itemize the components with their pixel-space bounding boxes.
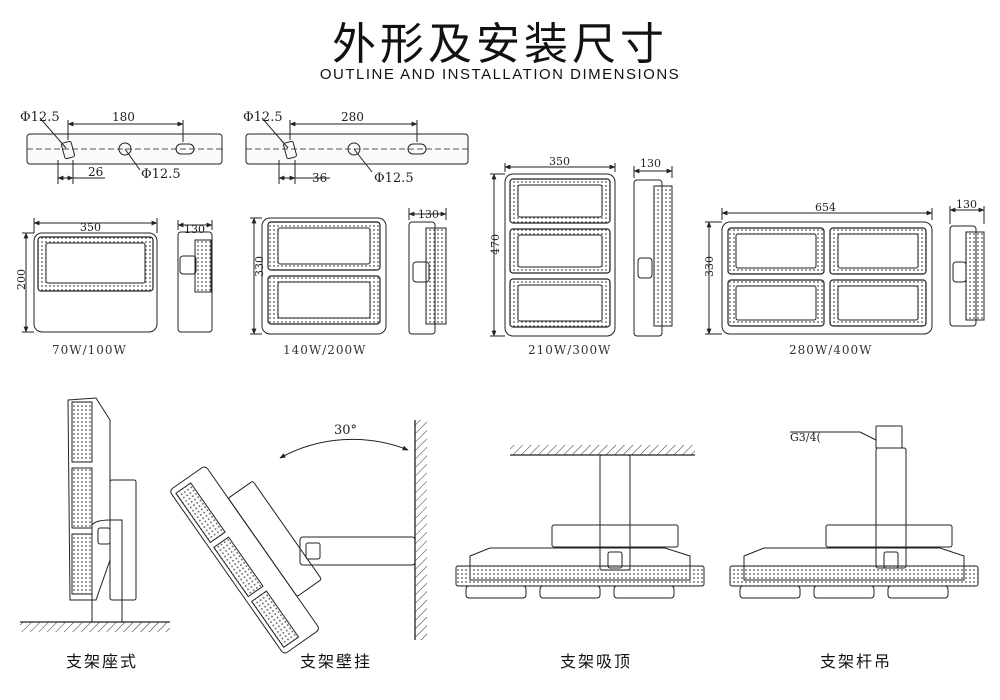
model-70w-side-view [177,220,213,333]
model-210w-side-view [633,166,673,337]
model3-width: 350 [549,155,570,168]
bracket1-span: 180 [112,110,135,124]
install-pole-mount-drawing [729,425,979,599]
page-title: 外形及安装尺寸 [332,19,668,70]
bracket-plan-280 [245,117,469,184]
model4-height: 330 [703,256,716,277]
model-140w-side-view [408,208,447,335]
model3-height: 470 [489,234,502,255]
model3-depth: 130 [640,157,661,170]
model1-depth: 130 [184,223,205,236]
model2-caption: 140W/200W [283,343,367,357]
bracket1-phi-bottom: Φ12.5 [141,167,181,182]
bracket2-phi-bottom: Φ12.5 [374,171,414,186]
wall-mount-angle: 30° [334,423,357,438]
model4-depth: 130 [956,198,977,211]
bracket2-phi-top: Φ12.5 [243,110,283,125]
install-ceiling-mount-drawing [455,445,705,599]
bracket2-offset: 36 [312,171,327,185]
model2-depth: 130 [418,208,439,221]
model3-caption: 210W/300W [528,343,612,357]
model4-width: 654 [815,201,836,214]
install-base-mount-drawing [20,397,170,632]
model-140w-front-view [250,217,387,335]
install-pole-caption: 支架杆吊 [820,652,893,671]
bracket2-span: 280 [341,110,364,124]
model1-height: 200 [15,269,28,290]
model-280w-side-view [949,206,985,327]
install-wall-caption: 支架壁挂 [300,652,373,671]
model2-height: 330 [253,256,266,277]
install-ceiling-caption: 支架吸顶 [560,652,633,671]
pole-thread-spec: G3/4( [790,431,821,444]
bracket1-offset: 26 [88,165,103,179]
model1-caption: 70W/100W [52,343,127,357]
model-280w-front-view [705,208,933,335]
model4-caption: 280W/400W [789,343,873,357]
install-wall-mount-drawing [170,420,427,654]
model-70w-front-view [22,218,158,333]
page-subtitle: OUTLINE AND INSTALLATION DIMENSIONS [319,66,681,83]
install-base-caption: 支架座式 [66,652,139,671]
model1-width: 350 [80,221,101,234]
model-210w-front-view [490,163,616,337]
bracket-plan-180 [26,117,223,184]
bracket1-phi-top: Φ12.5 [20,110,60,125]
